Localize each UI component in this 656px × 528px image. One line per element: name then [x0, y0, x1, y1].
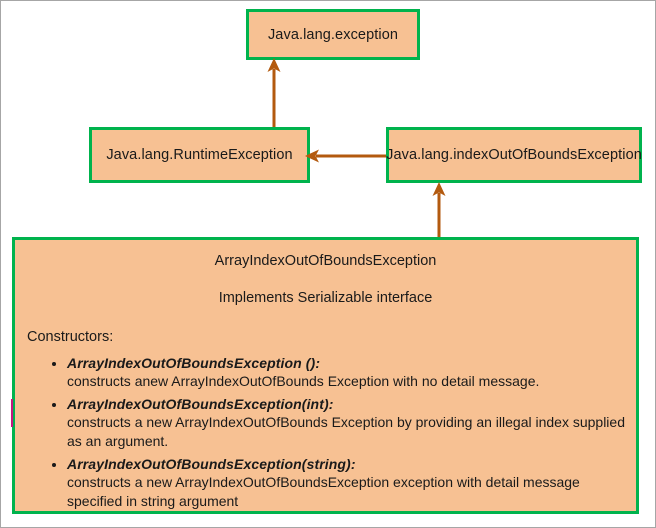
class-box-label: Java.lang.exception: [267, 26, 399, 43]
arrow-arrayindexoutofbounds-to-indexoutofbounds: [432, 182, 446, 241]
detail-class-name: ArrayIndexOutOfBoundsException: [214, 253, 437, 269]
revision-change-bar: [11, 399, 13, 427]
constructor-signature: ArrayIndexOutOfBoundsException(string):: [67, 456, 356, 473]
arrow-indexoutofbounds-to-runtime: [305, 149, 392, 163]
constructor-description: constructs a new ArrayIndexOutOfBounds E…: [67, 414, 625, 449]
class-box-label: Java.lang.RuntimeException: [106, 147, 293, 163]
arrow-runtime-to-exception: [267, 58, 281, 131]
list-item: ArrayIndexOutOfBoundsException (): const…: [67, 355, 636, 390]
class-box-java-lang-indexoutofboundsexception[interactable]: Java.lang.indexOutOfBoundsException: [386, 127, 642, 183]
detail-constructors-label: Constructors:: [27, 329, 114, 345]
constructor-description: constructs a new ArrayIndexOutOfBoundsEx…: [67, 474, 580, 509]
detail-implements-line: Implements Serializable interface: [218, 290, 433, 306]
list-item: ArrayIndexOutOfBoundsException(int): con…: [67, 396, 636, 450]
list-item: ArrayIndexOutOfBoundsException(string): …: [67, 456, 636, 510]
constructor-signature: ArrayIndexOutOfBoundsException ():: [67, 355, 321, 371]
constructor-description: constructs anew ArrayIndexOutOfBounds Ex…: [67, 373, 540, 389]
class-box-java-lang-exception[interactable]: Java.lang.exception: [246, 9, 420, 60]
constructor-signature: ArrayIndexOutOfBoundsException(int):: [67, 396, 334, 413]
class-box-java-lang-runtimeexception[interactable]: Java.lang.RuntimeException: [89, 127, 310, 183]
class-box-label: Java.lang.indexOutOfBoundsException: [386, 147, 642, 163]
constructor-list: ArrayIndexOutOfBoundsException (): const…: [15, 355, 636, 510]
class-box-arrayindexoutofboundsexception[interactable]: ArrayIndexOutOfBoundsException Implement…: [12, 237, 639, 514]
